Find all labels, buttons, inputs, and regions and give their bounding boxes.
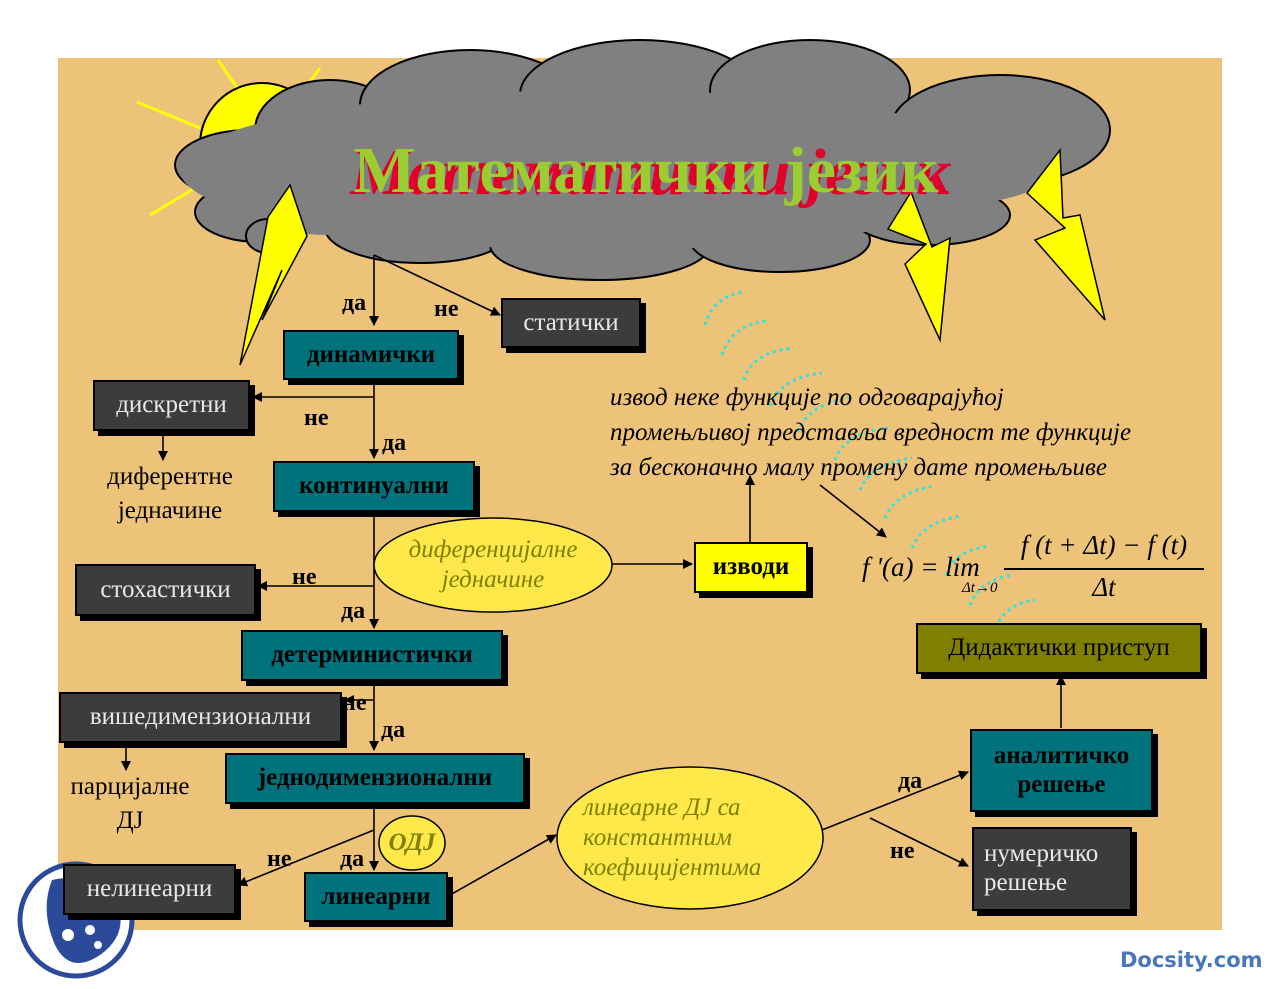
node-deterministicki: детерминистички (241, 630, 503, 681)
edge-label-ne: не (292, 564, 317, 590)
node-analiticko: аналитичко решење (970, 729, 1153, 812)
node-diferencijalne: диференцијалне једначине (408, 536, 578, 593)
node-linearne-dj: линеарне ДЈ са константним коефицијентим… (583, 794, 762, 881)
node-stohasticki: стохастички (75, 564, 256, 616)
cloud-icon (174, 39, 1111, 281)
node-numericko: нумеричко решење (972, 827, 1132, 911)
docsity-watermark[interactable]: Docsity.com (1120, 948, 1263, 972)
page-title: Математички језик (353, 134, 939, 207)
node-diskretni: дискретни (93, 380, 250, 431)
ellipses (373, 517, 824, 910)
node-jednodimenzionalni: једнодимензионални (225, 753, 525, 804)
formula-numerator: f (t + Δt) − f (t) (1020, 530, 1188, 560)
node-didakticki: Дидактички приступ (916, 623, 1202, 674)
edge-label-ne: не (890, 838, 915, 864)
node-dinamicki: динамички (283, 330, 459, 380)
formula-fraction-bar (1004, 568, 1204, 570)
edge-label-da: да (341, 598, 366, 624)
edge-label-da: да (381, 717, 406, 743)
node-diferentne: диферентне једначине (107, 463, 233, 524)
node-parcijalne: парцијалне ДЈ (70, 773, 190, 834)
node-kontinualni: континуални (273, 461, 475, 512)
node-linearni: линеарни (304, 872, 448, 922)
formula-denominator: Δt (1092, 572, 1116, 602)
edge-label-ne: не (434, 296, 459, 322)
edge-label-ne: не (342, 690, 367, 716)
node-odj: ОДЈ (388, 829, 436, 856)
title-shadow: Математички језик (350, 136, 950, 209)
signal-waves-icon (703, 290, 1036, 629)
edge-label-da: да (342, 290, 367, 316)
edge-label-ne: не (267, 846, 292, 872)
derivative-definition: извод неке функције по одговарајућој про… (610, 384, 1132, 481)
edge-label-ne: не (304, 405, 329, 431)
formula-lhs: f '(a) = lim (862, 552, 980, 582)
edge-label-da: да (382, 430, 407, 456)
node-izvodi: изводи (694, 542, 808, 593)
edge-label-da: да (898, 768, 923, 794)
node-visedimenzionalni: вишедимензионални (59, 692, 342, 743)
connectors (121, 254, 1066, 896)
node-staticki: статички (501, 298, 641, 348)
lightning-icon (239, 147, 1106, 366)
edge-label-da: да (340, 846, 365, 872)
node-nelinearni: нелинеарни (63, 864, 236, 915)
formula-limit-sub: Δt→0 (962, 580, 998, 596)
